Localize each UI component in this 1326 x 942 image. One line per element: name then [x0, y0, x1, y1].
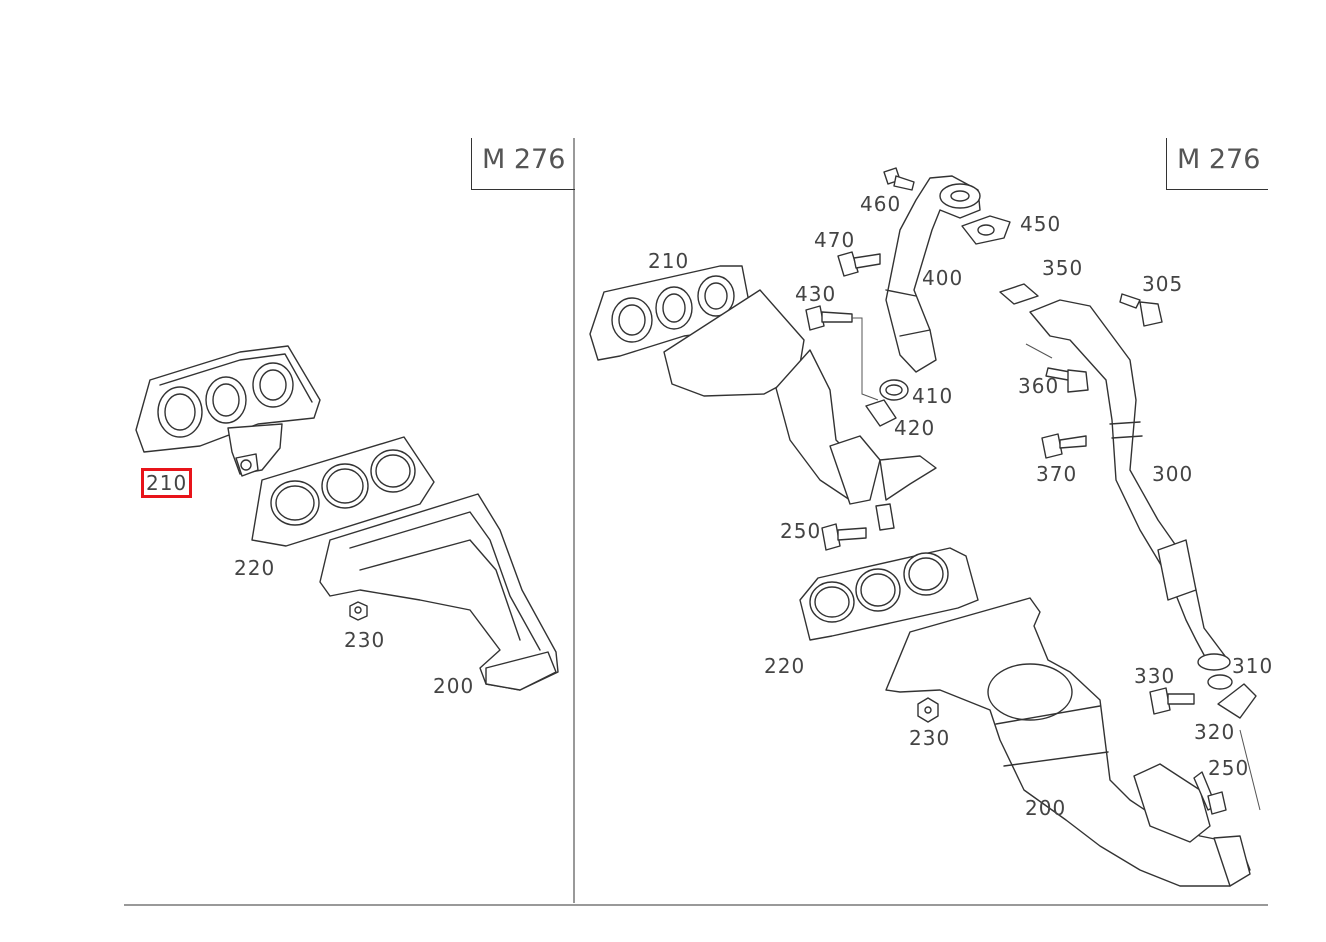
right-callout-220[interactable]: 220	[764, 654, 806, 678]
right-callout-310[interactable]: 310	[1232, 654, 1274, 678]
right-callout-330[interactable]: 330	[1134, 664, 1176, 688]
right-part-410-420-drawing	[865, 379, 909, 427]
right-callout-350[interactable]: 350	[1042, 256, 1084, 280]
right-callout-250b[interactable]: 250	[1208, 756, 1250, 780]
right-part-230-drawing	[917, 697, 939, 723]
left-engine-code: M 276	[471, 138, 575, 190]
left-part-210-drawing	[135, 345, 321, 477]
right-part-430-drawing	[805, 305, 879, 401]
left-part-230-drawing	[349, 601, 368, 621]
right-callout-210[interactable]: 210	[648, 249, 690, 273]
right-callout-460[interactable]: 460	[860, 192, 902, 216]
right-callout-320[interactable]: 320	[1194, 720, 1236, 744]
right-callout-300[interactable]: 300	[1152, 462, 1194, 486]
right-part-250b-drawing	[1193, 771, 1227, 815]
right-part-305-drawing	[1119, 293, 1163, 327]
right-part-310-320-drawing	[1207, 674, 1257, 719]
right-callout-410[interactable]: 410	[912, 384, 954, 408]
right-callout-470[interactable]: 470	[814, 228, 856, 252]
right-part-360-drawing	[1025, 343, 1089, 393]
left-part-220-drawing	[251, 436, 435, 547]
right-engine-code: M 276	[1166, 138, 1268, 190]
left-callout-200[interactable]: 200	[433, 674, 475, 698]
right-part-210-drawing	[589, 265, 937, 531]
right-callout-200[interactable]: 200	[1025, 796, 1067, 820]
left-callout-220[interactable]: 220	[234, 556, 276, 580]
right-part-350-drawing	[999, 283, 1039, 305]
right-part-220-drawing	[799, 547, 979, 641]
right-part-250a-drawing	[821, 523, 867, 551]
right-part-300-drawing	[1029, 299, 1231, 671]
right-part-200-drawing	[885, 597, 1261, 887]
right-part-330-drawing	[1149, 687, 1195, 715]
right-callout-420[interactable]: 420	[894, 416, 936, 440]
right-part-460-drawing	[883, 167, 915, 191]
left-callout-230[interactable]: 230	[344, 628, 386, 652]
left-callout-210[interactable]: 210	[140, 468, 193, 498]
right-callout-305[interactable]: 305	[1142, 272, 1184, 296]
right-callout-250a[interactable]: 250	[780, 519, 822, 543]
right-callout-430[interactable]: 430	[795, 282, 837, 306]
right-part-370-drawing	[1041, 433, 1087, 459]
right-callout-230[interactable]: 230	[909, 726, 951, 750]
right-callout-370[interactable]: 370	[1036, 462, 1078, 486]
left-part-200-drawing	[319, 493, 559, 691]
right-part-400-drawing	[885, 175, 981, 373]
right-callout-450[interactable]: 450	[1020, 212, 1062, 236]
right-part-470-drawing	[837, 251, 881, 277]
right-part-450-drawing	[961, 215, 1011, 245]
right-callout-360[interactable]: 360	[1018, 374, 1060, 398]
right-callout-400[interactable]: 400	[922, 266, 964, 290]
